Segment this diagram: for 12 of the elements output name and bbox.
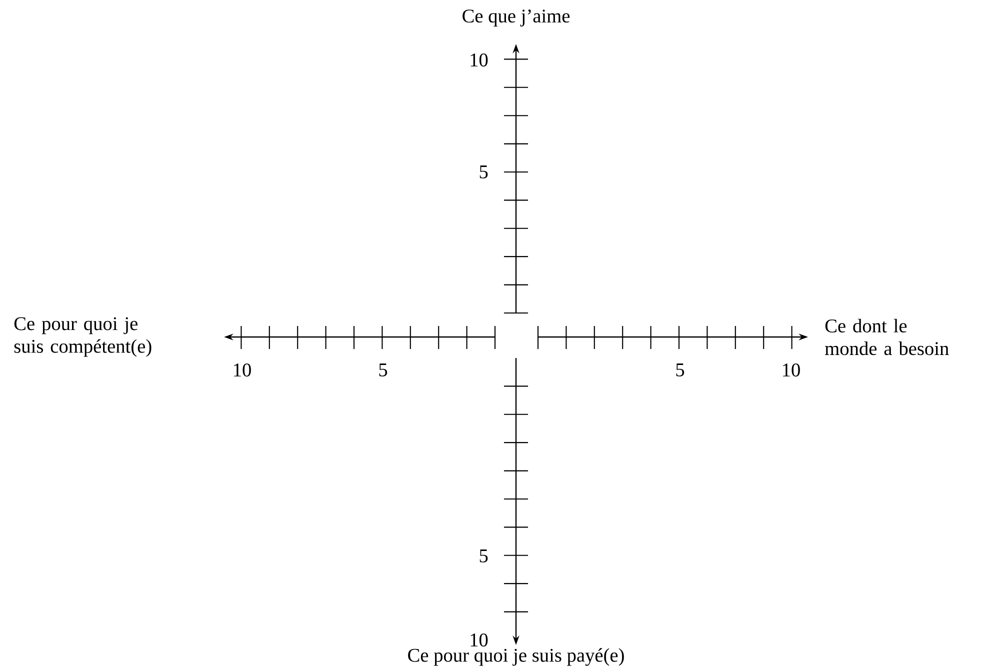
axis-label: Ce que j’aime [462, 10, 570, 26]
axis-label: Ce dont le monde a besoin [825, 318, 949, 356]
tick-label: 5 [480, 550, 488, 562]
axis-label: Ce pour quoi je suis compétent(e) [14, 317, 152, 357]
tick-label: 5 [379, 364, 388, 376]
axis-label: Ce pour quoi je suis payé(e) [408, 648, 624, 666]
tick-label: 10 [234, 363, 251, 377]
tick-label: 10 [470, 53, 488, 67]
tick-label: 10 [470, 633, 488, 647]
tick-label: 10 [783, 363, 800, 377]
tick-label: 5 [480, 166, 488, 178]
tick-label: 5 [676, 364, 684, 376]
